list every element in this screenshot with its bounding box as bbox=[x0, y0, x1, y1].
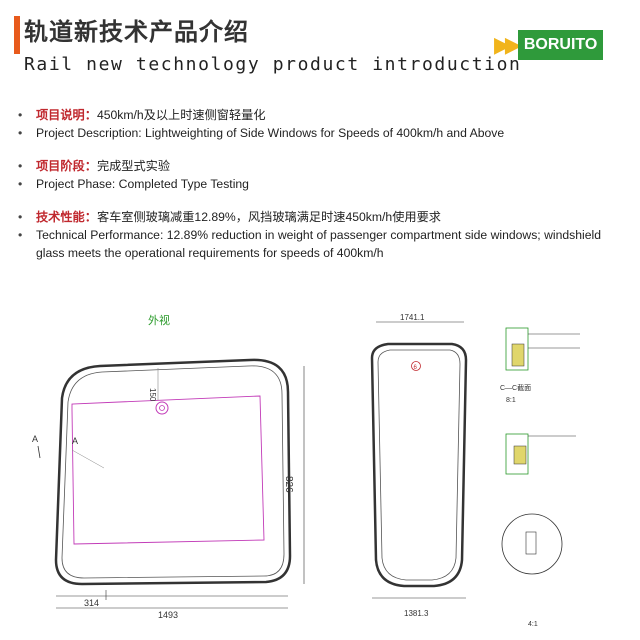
project-description-en: Project Description: Lightweighting of S… bbox=[18, 124, 628, 142]
windshield-top-dimension: 1741.1 bbox=[400, 313, 425, 322]
mark-circle-inner bbox=[159, 405, 165, 411]
detail-c-title: C—C截面 bbox=[500, 383, 531, 392]
item-label: 项目阶段： bbox=[36, 159, 97, 173]
detail-b-scale: 4:1 bbox=[528, 621, 538, 628]
section-mark-right: A bbox=[72, 436, 78, 446]
windshield-mark: 6 bbox=[414, 365, 418, 371]
offset-dimension: 314 bbox=[84, 598, 99, 608]
print-area-outline bbox=[71, 395, 265, 545]
left-view-title: 外视 bbox=[148, 313, 170, 327]
item-value: 客车室侧玻璃减重12.89%，风挡玻璃满足时速450km/h使用要求 bbox=[96, 210, 441, 224]
page-subtitle: Rail new technology product introduction bbox=[24, 54, 522, 75]
section-mark-left: A bbox=[32, 434, 38, 444]
windshield-bottom-dimension: 1381.3 bbox=[404, 609, 429, 618]
brand-logo: ▶▶ BORUITO bbox=[494, 28, 604, 62]
item-label: 技术性能： bbox=[36, 210, 97, 224]
detail-b-part bbox=[525, 531, 537, 555]
top-dimension: 150 bbox=[148, 388, 157, 402]
project-info-list: 项目说明：450km/h及以上时速侧窗轻量化 Project Descripti… bbox=[18, 106, 628, 262]
technical-performance-en: Technical Performance: 12.89% reduction … bbox=[18, 226, 628, 262]
detail-c-scale: 8:1 bbox=[506, 397, 516, 404]
technical-drawing: 外视 150 A A 314 1493 826 1741.1 6 1381.3 … bbox=[32, 313, 580, 628]
height-dimension: 826 bbox=[283, 476, 294, 493]
item-value: 450km/h及以上时速侧窗轻量化 bbox=[96, 108, 266, 122]
detail-c-frame bbox=[505, 327, 529, 371]
detail-b-circle bbox=[501, 513, 563, 575]
detail-d-frame bbox=[505, 433, 529, 475]
technical-performance-cn: 技术性能：客车室侧玻璃减重12.89%，风挡玻璃满足时速450km/h使用要求 bbox=[18, 208, 628, 226]
side-window-inner-outline bbox=[61, 365, 285, 579]
logo-arrows-icon: ▶▶ bbox=[494, 32, 522, 58]
logo-text: BORUITO bbox=[517, 30, 604, 60]
windshield-inner-outline bbox=[377, 349, 461, 581]
title-accent-bar bbox=[14, 16, 20, 54]
project-phase-en: Project Phase: Completed Type Testing bbox=[18, 175, 628, 193]
detail-c-seal bbox=[511, 343, 525, 367]
windshield-outline bbox=[370, 342, 468, 588]
width-dimension: 1493 bbox=[158, 610, 178, 620]
detail-d-seal bbox=[513, 445, 527, 465]
item-label: 项目说明： bbox=[36, 108, 97, 122]
page-title: 轨道新技术产品介绍 bbox=[24, 18, 249, 46]
project-description-cn: 项目说明：450km/h及以上时速侧窗轻量化 bbox=[18, 106, 628, 124]
windshield-mark-circle bbox=[411, 361, 421, 371]
side-window-outline bbox=[54, 358, 292, 586]
item-value: 完成型式实验 bbox=[96, 159, 171, 173]
mark-circle bbox=[155, 401, 169, 415]
project-phase-cn: 项目阶段：完成型式实验 bbox=[18, 157, 628, 175]
